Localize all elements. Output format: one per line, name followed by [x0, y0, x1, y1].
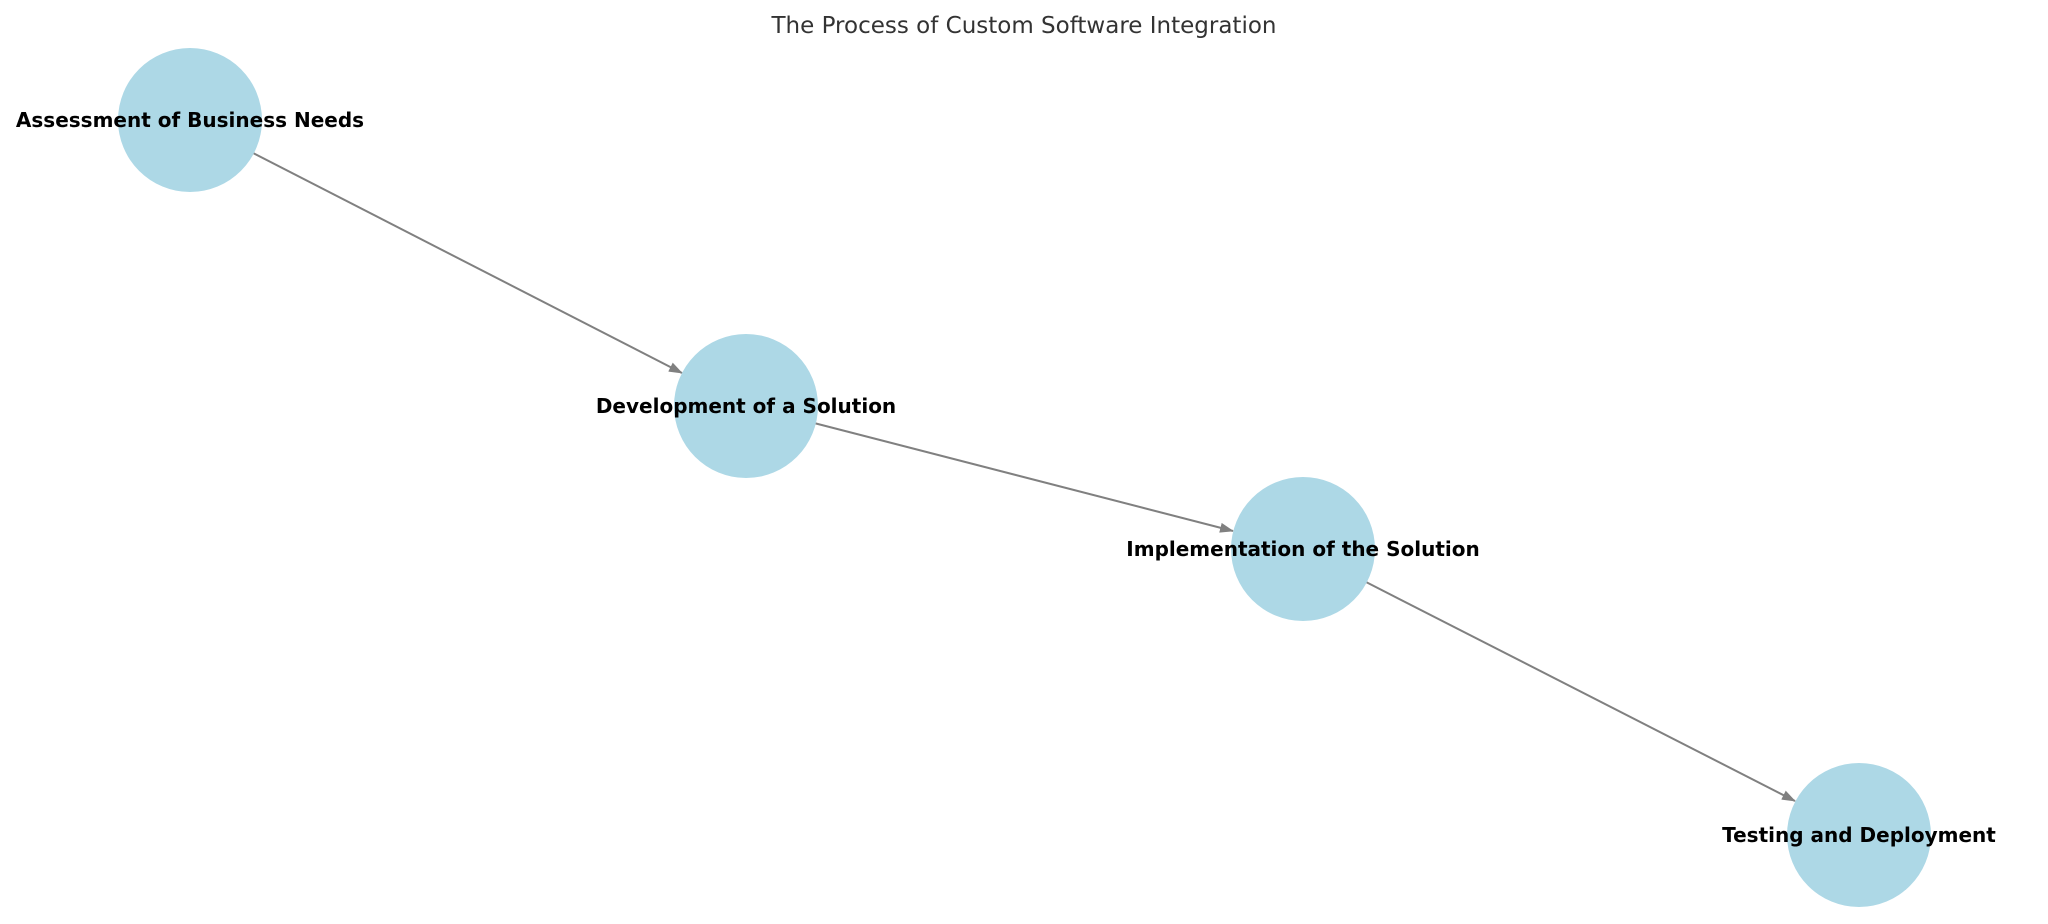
edge-assessment-to-development — [252, 152, 683, 374]
node-development: Development of a Solution — [596, 334, 896, 478]
node-assessment: Assessment of Business Needs — [16, 48, 364, 192]
node-circle — [674, 334, 818, 478]
node-label: Development of a Solution — [596, 394, 896, 418]
nodes-layer: Assessment of Business Needs Development… — [16, 48, 1996, 907]
edge-implementation-to-testing — [1365, 581, 1796, 802]
node-circle — [1231, 477, 1375, 621]
node-label: Testing and Deployment — [1722, 823, 1996, 847]
edge-development-to-implementation — [813, 422, 1234, 533]
node-label: Implementation of the Solution — [1126, 537, 1479, 561]
diagram-title: The Process of Custom Software Integrati… — [771, 13, 1277, 39]
node-circle — [1787, 763, 1931, 907]
node-label: Assessment of Business Needs — [16, 108, 364, 132]
node-implementation: Implementation of the Solution — [1126, 477, 1480, 621]
node-circle — [118, 48, 262, 192]
node-testing: Testing and Deployment — [1722, 763, 1996, 907]
edges-layer — [252, 152, 1796, 802]
